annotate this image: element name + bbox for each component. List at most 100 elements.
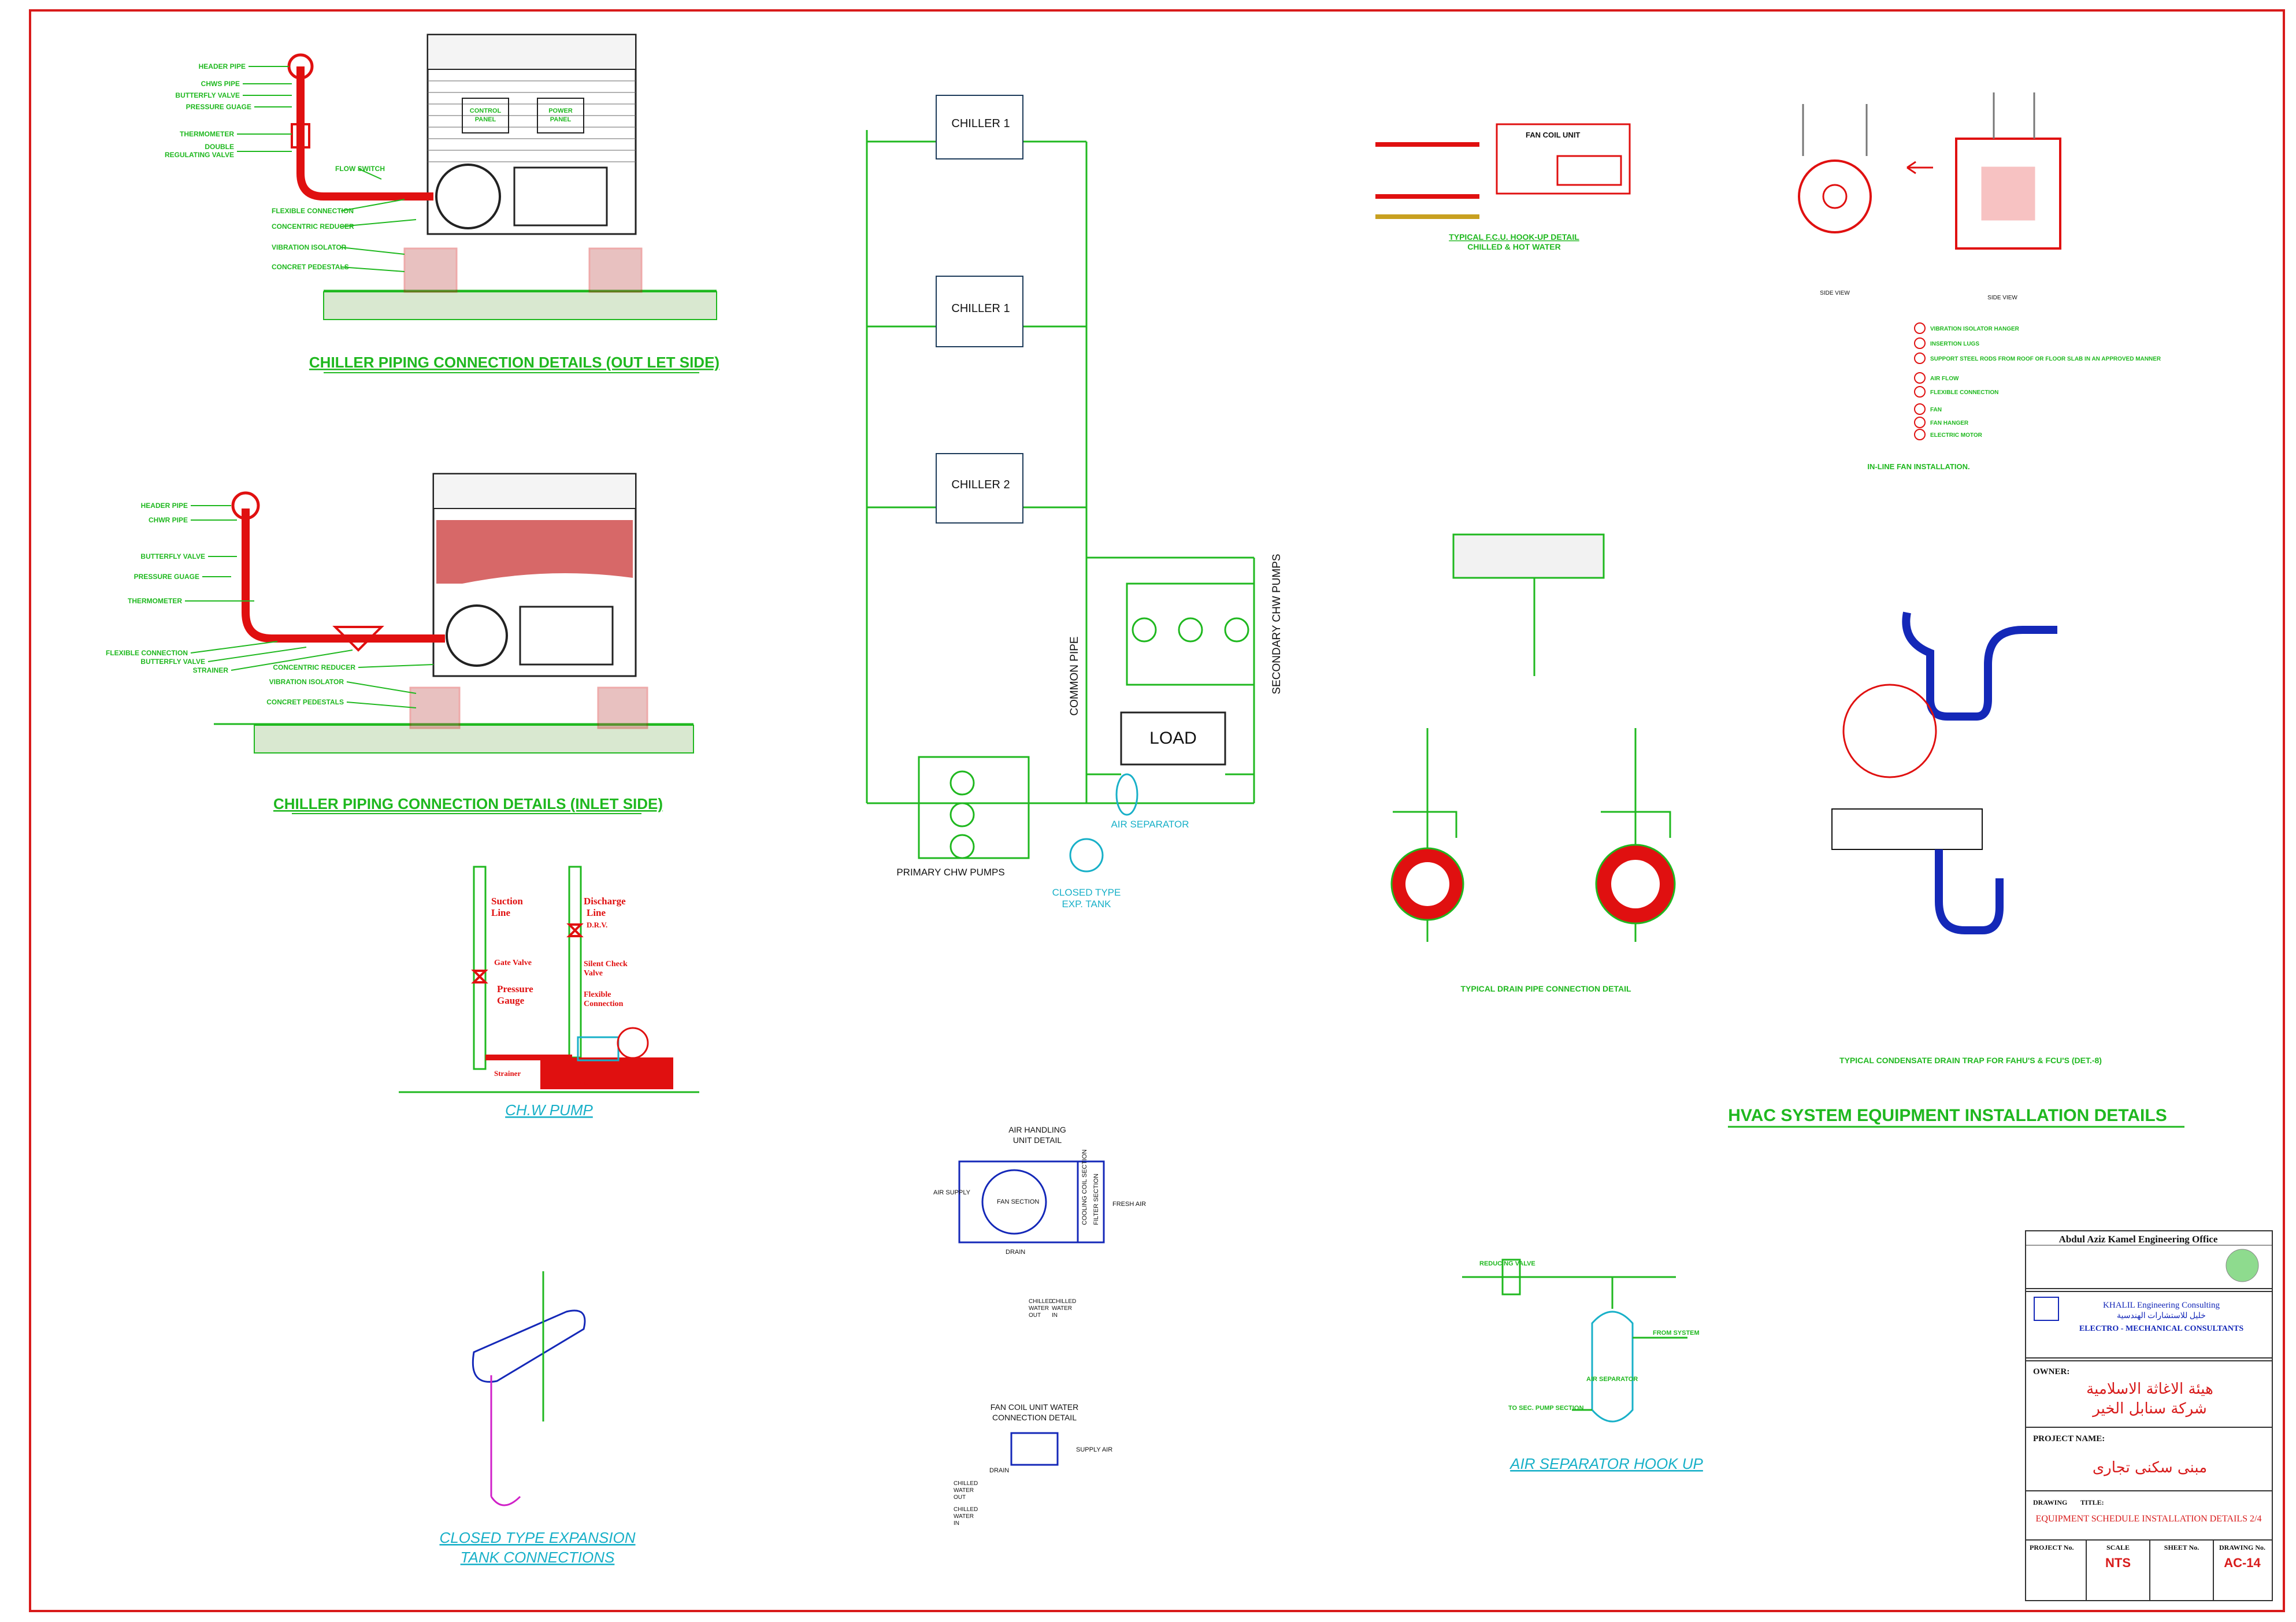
callout: Suction [491, 896, 523, 907]
owner-label: OWNER: [2033, 1367, 2069, 1376]
callout: Strainer [494, 1069, 521, 1078]
detail-title: CHILLED & HOT WATER [1467, 242, 1561, 251]
drawing-no-label: DRAWING No. [2219, 1543, 2265, 1552]
callout: TO SEC. PUMP SECTION [1508, 1405, 1583, 1412]
ahu-title: AIR HANDLING [1008, 1125, 1066, 1134]
callout: CONCRET PEDESTALS [266, 698, 344, 706]
detail-title: TYPICAL CONDENSATE DRAIN TRAP FOR FAHU'S… [1839, 1056, 2102, 1065]
callout: FLEXIBLE CONNECTION [272, 207, 354, 215]
exp-tank-label: CLOSED TYPE [1052, 887, 1121, 898]
ahu-label: OUT [1029, 1312, 1041, 1319]
legend-item: SUPPORT STEEL RODS FROM ROOF OR FLOOR SL… [1930, 356, 2161, 362]
callout: CHWS PIPE [201, 80, 240, 88]
callout: Silent Check [584, 960, 628, 968]
panel-label: PANEL [475, 116, 496, 123]
fcu-water-title: CONNECTION DETAIL [992, 1413, 1077, 1422]
common-pipe-label: COMMON PIPE [1069, 636, 1081, 715]
fcu-water-detail: FAN COIL UNIT WATER CONNECTION DETAIL SU… [954, 1402, 1112, 1527]
callout: REGULATING VALVE [165, 151, 234, 159]
fcu-water-label: CHILLED [954, 1480, 978, 1487]
callout: FROM SYSTEM [1653, 1330, 1700, 1337]
owner-name: شركة سنابل الخير [2091, 1400, 2207, 1417]
drawing-title: EQUIPMENT SCHEDULE INSTALLATION DETAILS … [2036, 1514, 2262, 1524]
panel-label: CONTROL [470, 107, 502, 114]
exp-tank-label: EXP. TANK [1062, 899, 1111, 910]
ahu-label: CHILLED [1052, 1298, 1076, 1305]
panel-label: PANEL [550, 116, 572, 123]
panel-label: POWER [548, 107, 573, 114]
callout: Flexible [584, 990, 611, 999]
primary-pumps-label: PRIMARY CHW PUMPS [896, 867, 1004, 878]
consult-name-ar: خليل للاستشارات الهندسية [2117, 1312, 2206, 1320]
detail-title: TANK CONNECTIONS [461, 1549, 615, 1566]
callout: FLOW SWITCH [335, 165, 385, 173]
callout: Line [587, 907, 606, 918]
callout: D.R.V. [587, 921, 607, 929]
ahu-detail: AIR HANDLING UNIT DETAIL AIR SUPPLY FAN … [933, 1125, 1146, 1319]
project-label: PROJECT NAME: [2033, 1434, 2105, 1443]
detail-title: AIR SEPARATOR HOOK UP [1509, 1455, 1703, 1472]
callout: CONCENTRIC REDUCER [272, 222, 354, 231]
detail-title: CHILLER PIPING CONNECTION DETAILS (INLET… [273, 795, 663, 812]
scale-value: NTS [2105, 1556, 2131, 1570]
condensate-trap-detail: TYPICAL CONDENSATE DRAIN TRAP FOR FAHU'S… [1831, 611, 2102, 1065]
callout: BUTTERFLY VALVE [175, 91, 240, 99]
fcu-water-title: FAN COIL UNIT WATER [991, 1402, 1078, 1412]
chiller-label: CHILLER 1 [951, 117, 1010, 130]
drawing-label: DRAWING [2033, 1498, 2067, 1506]
drain-pipe-detail: TYPICAL DRAIN PIPE CONNECTION DETAIL [1390, 533, 1676, 993]
project-name: مبنى سكنى تجارى [2093, 1459, 2207, 1476]
firm-name: ELECTRO - MECHANICAL CONSULTANTS [2079, 1324, 2244, 1333]
callout: BUTTERFLY VALVE [140, 552, 205, 561]
inline-fan-detail: SIDE VIEW SIDE VIEW VIBRATION ISOLATOR H… [1798, 92, 2161, 471]
chiller-inlet-detail: HEADER PIPE CHWR PIPE BUTTERFLY VALVE PR… [106, 473, 694, 814]
ahu-label: DRAIN [1006, 1249, 1025, 1256]
callout: Valve [584, 969, 603, 978]
callout: THERMOMETER [180, 130, 234, 138]
sheet-title: HVAC SYSTEM EQUIPMENT INSTALLATION DETAI… [1728, 1106, 2167, 1125]
air-separator-label: AIR SEPARATOR [1111, 819, 1189, 830]
ahu-label: CHILLED [1029, 1298, 1053, 1305]
scale-label: SCALE [2106, 1543, 2130, 1552]
callout: HEADER PIPE [141, 502, 188, 510]
callout: Gauge [497, 995, 525, 1006]
chiller-label: CHILLER 1 [951, 302, 1010, 315]
callout: BUTTERFLY VALVE [140, 658, 205, 666]
drawing-no-value: AC-14 [2224, 1556, 2261, 1570]
sheet-frame [29, 9, 2285, 1612]
fcu-water-label: SUPPLY AIR [1076, 1446, 1112, 1453]
callout: PRESSURE GUAGE [134, 573, 199, 581]
legend-item: FLEXIBLE CONNECTION [1930, 389, 1998, 396]
load-label: LOAD [1149, 729, 1197, 748]
callout: VIBRATION ISOLATOR [272, 243, 347, 251]
detail-title: CHILLER PIPING CONNECTION DETAILS (OUT L… [309, 354, 719, 371]
ahu-label: IN [1052, 1312, 1058, 1319]
office-name: Abdul Aziz Kamel Engineering Office [2059, 1234, 2218, 1245]
title-block: Abdul Aziz Kamel Engineering Office KHAL… [2025, 1230, 2273, 1601]
air-separator-hookup: REDUCING VALVE AIR SEPARATOR FROM SYSTEM… [1462, 1259, 1704, 1472]
legend-item: FAN [1930, 407, 1942, 413]
callout: Discharge [584, 896, 626, 907]
callout: Connection [584, 1000, 624, 1008]
callout: HEADER PIPE [199, 62, 246, 70]
ahu-label: AIR SUPPLY [933, 1189, 971, 1196]
callout: Line [491, 907, 511, 918]
owner-name: هيئة الاغاثة الاسلامية [2086, 1380, 2213, 1398]
chiller-boxes: CHILLER 1 CHILLER 1 CHILLER 2 LOAD COMMO… [896, 95, 1283, 910]
legend-item: AIR FLOW [1930, 376, 1959, 382]
fcu-water-label: WATER [954, 1487, 974, 1494]
detail-title: TYPICAL DRAIN PIPE CONNECTION DETAIL [1460, 984, 1631, 993]
ahu-label: COOLING COIL SECTION [1081, 1149, 1088, 1225]
callout: DOUBLE [205, 143, 234, 151]
fcu-hookup-detail: FAN COIL UNIT TYPICAL F.C.U. HOOK-UP DET… [1375, 123, 1631, 251]
detail-title: IN-LINE FAN INSTALLATION. [1867, 462, 1969, 471]
callout: AIR SEPARATOR [1586, 1376, 1638, 1383]
callout: STRAINER [193, 666, 229, 674]
chiller-outlet-detail: CONTROL PANEL POWER PANEL HEADER PIPE CH… [165, 34, 719, 373]
ahu-label: FILTER SECTION [1093, 1174, 1100, 1225]
detail-title: CH.W PUMP [505, 1101, 593, 1119]
fcu-water-label: IN [954, 1520, 959, 1527]
fcu-water-label: OUT [954, 1494, 966, 1501]
callout: CHWR PIPE [149, 516, 188, 524]
